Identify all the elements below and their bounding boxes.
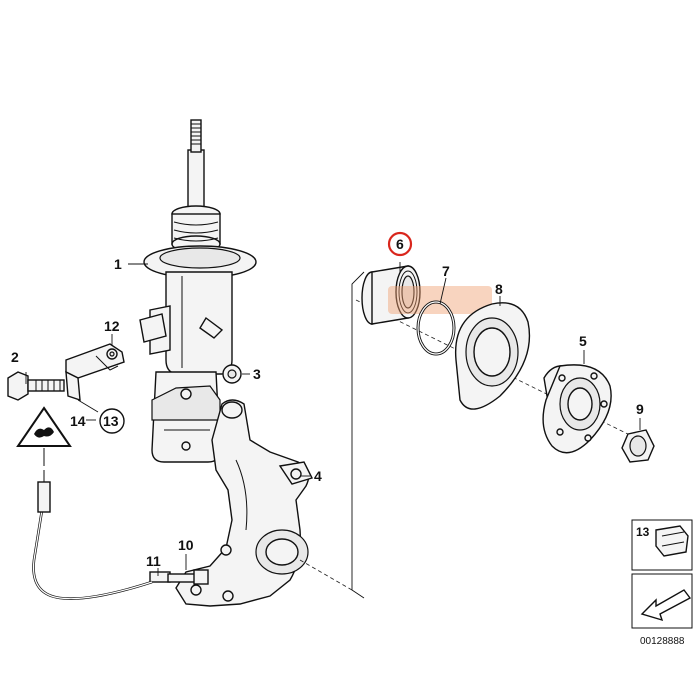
collar-nut [621, 429, 655, 463]
callout-1: 1 [114, 256, 122, 272]
doc-number: 00128888 [640, 636, 685, 647]
assembly-axis [355, 299, 641, 441]
callout-8: 8 [495, 281, 503, 297]
callout-6: 6 [396, 236, 404, 252]
callout-13: 13 [103, 413, 119, 429]
dust-shield [454, 302, 531, 410]
arrow-icon [640, 589, 692, 622]
callout-3: 3 [253, 366, 261, 382]
callout-6-highlight-circle [387, 231, 413, 257]
watermark [388, 286, 492, 314]
steering-knuckle [175, 399, 313, 607]
leader-lines [25, 262, 641, 576]
nut [222, 364, 242, 384]
callout-labels: 1 2 3 4 5 6 7 8 9 10 11 12 13 14 [11, 231, 644, 569]
group-bracket [351, 271, 365, 599]
callout-4: 4 [314, 468, 322, 484]
callout-13-circle [99, 408, 125, 434]
callout-9: 9 [636, 401, 644, 417]
warning-triangle-icon [16, 406, 72, 447]
callout-12: 12 [104, 318, 120, 334]
callout-5: 5 [579, 333, 587, 349]
wheel-bearing [361, 265, 421, 325]
inset-panel: 13 00128888 [631, 519, 693, 647]
abs-sensor [32, 448, 209, 600]
callout-11: 11 [146, 553, 161, 569]
wheel-hub [542, 364, 612, 454]
inset-label: 13 [636, 525, 650, 539]
bolt [7, 371, 65, 401]
sensor-bracket [65, 343, 125, 402]
callout-10: 10 [178, 537, 194, 553]
callout-14: 14 [70, 413, 86, 429]
callout-2: 2 [11, 349, 19, 365]
knuckle-link-line [299, 559, 353, 591]
callout-7: 7 [442, 263, 450, 279]
